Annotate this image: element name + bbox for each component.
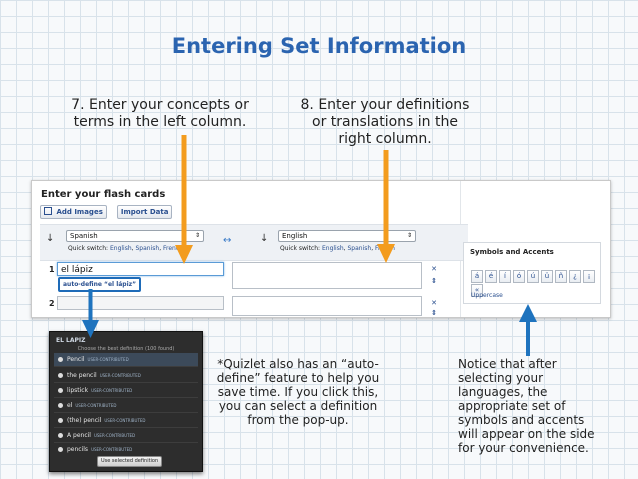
symbol-key[interactable]: ó <box>513 270 525 283</box>
option-text: lipstick <box>67 387 89 394</box>
swap-languages-icon[interactable]: ↔ <box>223 235 232 246</box>
option-tag: USER-CONTRIBUTED <box>91 388 133 393</box>
callout-left-column: 7. Enter your concepts or terms in the l… <box>71 97 249 130</box>
quick-switch-spanish[interactable]: Spanish <box>135 245 160 252</box>
radio-icon <box>58 388 63 393</box>
orange-arrow-right <box>377 150 395 263</box>
autodefine-button[interactable]: auto-define “el lápiz” <box>58 277 142 292</box>
delete-row-icon[interactable]: ✕ <box>431 299 437 307</box>
quick-switch-french[interactable]: French <box>163 245 183 252</box>
radio-icon <box>58 403 63 408</box>
reorder-row-icon[interactable]: ⇕ <box>431 309 437 317</box>
symbols-note: Notice that after selecting your languag… <box>458 357 595 455</box>
select-arrows-icon: ⇕ <box>194 232 200 239</box>
symbol-key[interactable]: « <box>471 284 483 297</box>
definition-input[interactable] <box>232 296 422 316</box>
slide-title: Entering Set Information <box>171 34 467 58</box>
term-input[interactable]: el lápiz <box>57 262 224 276</box>
add-images-label: Add Images <box>56 208 103 216</box>
quick-switch-spanish[interactable]: Spanish <box>347 245 372 252</box>
term-language-value: Spanish <box>70 232 98 240</box>
reorder-row-icon[interactable]: ⇕ <box>431 277 437 285</box>
option-tag: USER-CONTRIBUTED <box>91 447 133 452</box>
definition-language-value: English <box>282 232 308 240</box>
blue-arrow-popup <box>82 289 99 338</box>
term-language-select[interactable]: Spanish ⇕ <box>66 230 204 242</box>
definition-language-select[interactable]: English ⇕ <box>278 230 416 242</box>
delete-row-icon[interactable]: ✕ <box>431 265 437 273</box>
select-arrows-icon: ⇕ <box>406 232 412 239</box>
radio-icon <box>58 357 63 362</box>
option-tag: USER-CONTRIBUTED <box>75 403 117 408</box>
option-text: pencils <box>67 446 89 453</box>
add-images-button[interactable]: Add Images <box>40 205 107 219</box>
option-tag: USER-CONTRIBUTED <box>93 433 136 438</box>
checkbox-icon <box>44 207 52 215</box>
orange-arrow-left <box>175 135 193 264</box>
radio-icon <box>58 373 63 378</box>
option-tag: USER-CONTRIBUTED <box>87 357 129 362</box>
symbols-title: Symbols and Accents <box>470 248 554 256</box>
radio-icon <box>58 418 63 423</box>
radio-icon <box>58 433 63 438</box>
radio-icon <box>58 447 63 452</box>
definition-input[interactable] <box>232 262 422 289</box>
option-text: the pencil <box>67 372 97 379</box>
row-number: 1 <box>49 265 55 274</box>
symbol-key[interactable]: ú <box>527 270 539 283</box>
quick-switch-label: Quick switch: <box>280 245 321 252</box>
popup-header: EL LAPIZ <box>56 337 86 344</box>
symbol-key[interactable]: ñ <box>555 270 567 283</box>
term-input[interactable] <box>57 296 224 310</box>
symbol-key[interactable]: é <box>485 270 497 283</box>
quick-switch-english[interactable]: English <box>321 245 344 252</box>
option-tag: USER-CONTRIBUTED <box>99 373 141 378</box>
arrow-down-icon: ↓ <box>46 233 55 244</box>
symbol-key[interactable]: ¿ <box>569 270 581 283</box>
option-text: el <box>67 402 73 409</box>
row-number: 2 <box>49 299 55 308</box>
symbol-key[interactable]: ¡ <box>583 270 595 283</box>
autodefine-popup: EL LAPIZ Choose the best definition (100… <box>49 331 203 472</box>
import-data-button[interactable]: Import Data <box>116 205 173 219</box>
option-text: A pencil <box>67 432 91 439</box>
editor-title: Enter your flash cards <box>41 189 166 200</box>
blue-arrow-symbols <box>519 304 537 356</box>
callout-right-column: 8. Enter your definitions or translation… <box>300 97 470 147</box>
use-selected-definition-button[interactable]: Use selected definition <box>97 456 163 467</box>
symbol-key[interactable]: í <box>499 270 511 283</box>
option-text: Pencil <box>67 356 85 363</box>
term-quick-switch: Quick switch: English, Spanish, French <box>68 245 183 252</box>
autodefine-note: *Quizlet also has an “auto- define” feat… <box>216 357 380 427</box>
arrow-down-icon: ↓ <box>260 233 269 244</box>
quick-switch-english[interactable]: English <box>109 245 132 252</box>
option-text: (the) pencil <box>67 417 102 424</box>
quick-switch-label: Quick switch: <box>68 245 109 252</box>
language-selector-row: ↓ Spanish ⇕ Quick switch: English, Spani… <box>40 224 468 261</box>
option-tag: USER-CONTRIBUTED <box>104 418 146 423</box>
symbol-key[interactable]: á <box>471 270 483 283</box>
popup-subtitle: Choose the best definition (100 found) <box>77 346 175 352</box>
uppercase-link[interactable]: Uppercase <box>471 292 503 299</box>
symbol-key[interactable]: ü <box>541 270 553 283</box>
